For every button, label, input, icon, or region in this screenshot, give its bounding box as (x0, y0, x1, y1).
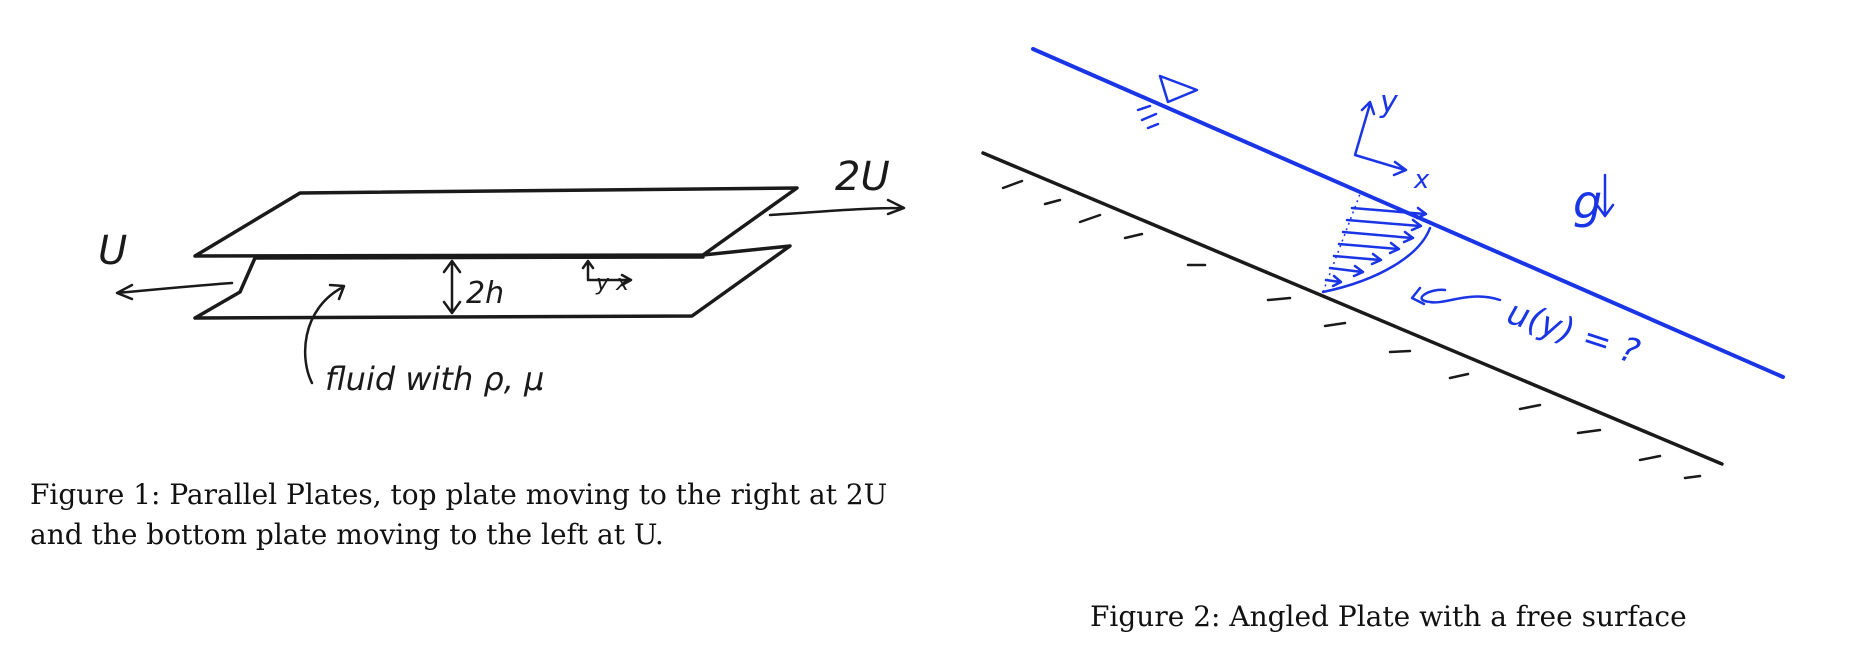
bottom-plate-velocity-arrow (115, 281, 234, 301)
inclined-plate (981, 151, 1724, 466)
label-x-axis: x (1413, 165, 1430, 195)
local-axes (1353, 100, 1408, 177)
fluid-pointer-arrow (303, 283, 346, 385)
label-gravity: g (1573, 175, 1602, 229)
profile-pointer-arrow (1410, 286, 1502, 306)
top-plate-velocity-arrow (768, 198, 906, 217)
figure-1-caption-line-2: and the bottom plate moving to the left … (30, 518, 664, 551)
velocity-profile-curve (1321, 226, 1432, 294)
free-surface-symbol (1136, 74, 1199, 130)
figure-1-caption-line-1: Figure 1: Parallel Plates, top plate mov… (30, 478, 888, 511)
figure-1-caption: Figure 1: Parallel Plates, top plate mov… (30, 475, 887, 555)
label-fluid: fluid with ρ, μ (325, 360, 544, 398)
label-bottom-velocity: U (98, 228, 127, 274)
velocity-profile-arrows (1324, 206, 1428, 288)
figure-2-caption: Figure 2: Angled Plate with a free surfa… (1090, 600, 1687, 633)
ground-hatching (1001, 179, 1702, 480)
bottom-plate (193, 244, 792, 320)
gravity-arrow (1595, 173, 1615, 218)
gap-dimension-arrow (442, 259, 462, 315)
label-axes: y x (595, 271, 630, 296)
label-profile: u(y) = ? (1502, 293, 1644, 373)
label-y-axis: y (1379, 85, 1399, 120)
axes-symbol (581, 259, 633, 287)
label-top-velocity: 2U (835, 154, 890, 200)
top-plate (193, 186, 799, 258)
label-gap: 2h (466, 276, 504, 311)
